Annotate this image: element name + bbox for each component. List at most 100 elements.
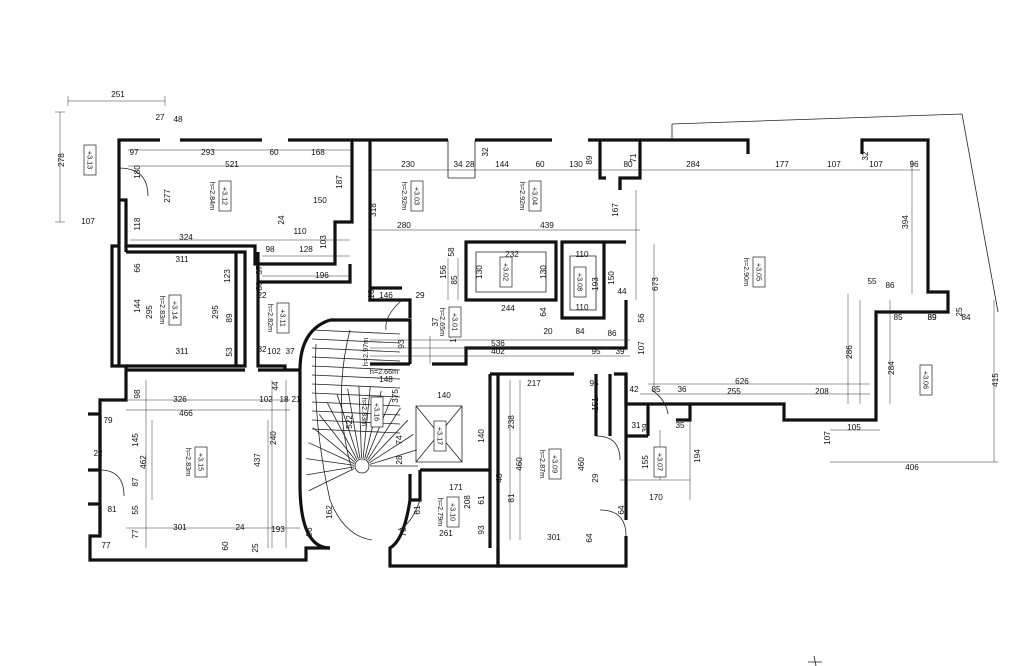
dimension-label: 196 — [315, 271, 329, 280]
dimension-label: 74 — [395, 435, 404, 445]
dimension-label: 27 — [155, 113, 165, 122]
dimension-label: 36 — [677, 385, 687, 394]
dimension-label: 24 — [277, 215, 286, 225]
dimension-label: 240 — [269, 431, 278, 445]
dimension-label: 123 — [223, 269, 232, 283]
room-label-box — [752, 256, 766, 288]
stair-tread — [368, 419, 409, 462]
dimension-label: 85 — [450, 275, 459, 285]
dimension-label: 193 — [591, 277, 600, 291]
dimension-label: 37 — [255, 265, 264, 275]
dimension-label: 311 — [175, 255, 188, 264]
dimension-label: 107 — [827, 160, 841, 169]
door-arc — [118, 167, 149, 197]
dimension-label: 95 — [591, 347, 601, 356]
dimension-label: 460 — [515, 457, 524, 471]
dimension-label: 81 — [507, 493, 516, 503]
room-label-r313: +3.13 — [83, 144, 97, 176]
dimension-label: 80 — [623, 160, 633, 169]
stair-tread — [318, 414, 357, 462]
dimension-label: 284 — [887, 361, 896, 375]
dimension-label: 193 — [271, 525, 285, 534]
dimension-label: 140 — [437, 391, 451, 400]
dimension-label: 144 — [133, 299, 142, 313]
room-elevation: +3.07 — [656, 453, 665, 471]
dimension-label: 37 — [285, 347, 295, 356]
room-label-box — [919, 364, 933, 396]
dimension-label: 140 — [477, 429, 486, 443]
room-elevation: +3.05 — [755, 263, 764, 281]
room-label-box — [653, 446, 667, 478]
room-label-r316: +3.16 h=2.83m — [360, 396, 384, 428]
room-elevation: +3.10 — [449, 503, 458, 521]
dimension-label: 89 — [225, 313, 234, 323]
dimension-label: 238 — [507, 415, 516, 429]
room-height: h=2.83m — [360, 398, 369, 426]
stair-tread — [367, 407, 401, 461]
dimension-label: 20 — [543, 327, 553, 336]
stair-tread — [311, 374, 401, 380]
dimension-label: 55 — [867, 277, 877, 286]
dimension-label: 110 — [575, 303, 588, 312]
room-height: h=2.84m — [208, 182, 217, 210]
wall-cabinet-308-inner — [569, 255, 597, 311]
dimension-label: 194 — [693, 449, 702, 463]
room-elevation: +3.16 — [373, 403, 382, 421]
dimension-label: 103 — [319, 235, 328, 249]
dimension-label: 44 — [617, 287, 627, 296]
wall-stair-inner — [330, 318, 500, 568]
room-elevation: +3.01 — [451, 313, 460, 331]
dimension-label: 82 — [257, 345, 267, 354]
dimension-label: 255 — [727, 387, 741, 396]
dimension-label: 32 — [861, 151, 870, 161]
dimension-label: 170 — [649, 493, 663, 502]
stair-tread — [306, 466, 355, 476]
door-arc — [595, 435, 621, 461]
wall-east-room — [624, 374, 692, 438]
dimension-label: 71 — [629, 153, 638, 163]
dimension-label: 84 — [961, 313, 971, 322]
wall-west — [110, 200, 128, 370]
stair-tread — [311, 383, 401, 389]
dimension-label: 61 — [477, 495, 486, 505]
room-elevation: +3.04 — [531, 187, 540, 205]
room-elevation: +3.14 — [171, 301, 180, 319]
dimension-label: 244 — [501, 304, 515, 313]
stair-core — [354, 458, 370, 474]
stair-tread — [311, 419, 401, 425]
dimension-label: 522 — [345, 415, 354, 429]
stair-tread — [311, 428, 401, 434]
dimension-label: 284 — [686, 160, 700, 169]
dimension-label: 93 — [477, 525, 486, 535]
dimension-label: 98 — [265, 245, 275, 254]
dimension-lines — [55, 96, 998, 548]
stair-tread — [308, 442, 355, 465]
wall-terrace — [671, 113, 999, 313]
stair-tread — [369, 434, 414, 464]
dimension-label: 151 — [591, 397, 600, 411]
dimension-label: 86 — [885, 281, 895, 290]
dimension-label: 56 — [637, 313, 646, 323]
dimension-label: 673 — [651, 277, 660, 291]
dimension-label: 60 — [535, 160, 545, 169]
room-label-r303: +3.03h=2.92m — [400, 180, 424, 212]
room-elevation: +3.09 — [551, 455, 560, 473]
walls — [88, 113, 999, 568]
partition-303-304 — [447, 140, 476, 179]
room-height: h=2.83m — [184, 448, 193, 476]
room-elevation: +3.12 — [221, 187, 230, 205]
dimension-label: 28 — [465, 160, 475, 169]
dimension-label: 44 — [271, 381, 280, 391]
stair-handrail — [314, 329, 373, 541]
dimension-label: 150 — [313, 196, 327, 205]
dimension-label: 21 — [291, 395, 301, 404]
door-arc — [599, 509, 627, 537]
room-height: h=2.90m — [742, 258, 751, 286]
room-label-r301: +3.01h=2.65m — [438, 306, 462, 338]
room-elevation: +3.11 — [279, 309, 288, 327]
dimension-label: 187 — [335, 175, 344, 189]
dimension-label: 415 — [991, 373, 1000, 387]
dimension-label: 22 — [93, 449, 103, 458]
dimension-label: 97 — [129, 148, 139, 157]
